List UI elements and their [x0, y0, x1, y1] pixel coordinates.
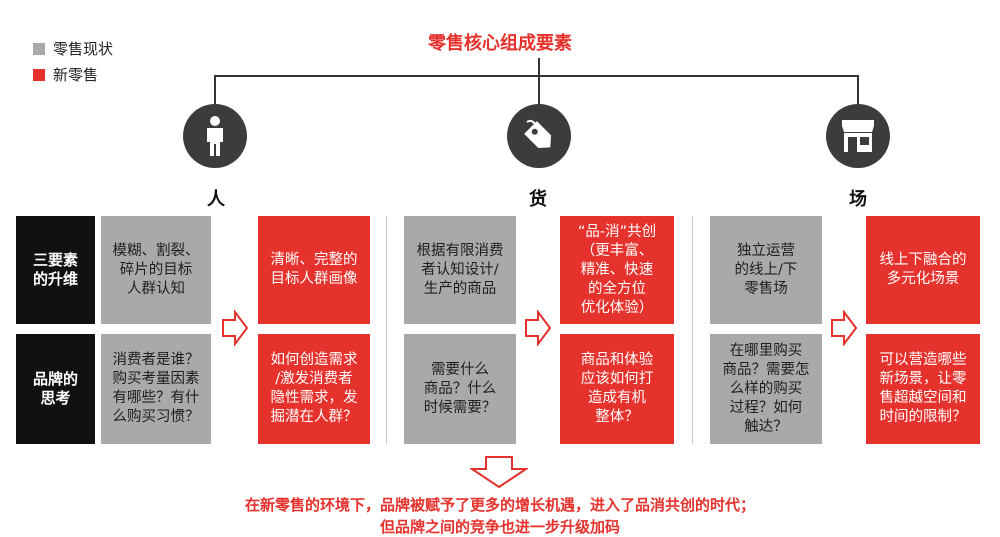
place-upgrade-new: 线上下融合的 多元化场景 [866, 216, 980, 324]
pillar-label-people: 人 [207, 189, 225, 210]
arrow-down-icon [470, 456, 528, 489]
goods-brand-current: 需要什么 商品？什么 时候需要？ [404, 334, 516, 444]
place-brand-new: 可以营造哪些 新场景，让零 售超越空间和 时间的限制？ [866, 334, 980, 444]
storefront-icon [826, 104, 890, 168]
arrow-right-icon [222, 310, 249, 346]
pillar-label-place: 场 [849, 189, 867, 210]
people-upgrade-current: 模糊、割裂、 碎片的目标 人群认知 [101, 216, 211, 324]
place-brand-current: 在哪里购买 商品？需要怎 么样的购买 过程？如何 触达？ [710, 334, 822, 444]
connector-middle [538, 75, 540, 105]
connector-left [214, 75, 216, 105]
person-icon [183, 104, 247, 168]
legend-new: 新零售 [33, 64, 98, 85]
goods-upgrade-new: “品-消”共创 （更丰富、 精准、快速 的全方位 优化体验） [560, 216, 674, 324]
people-brand-new: 如何创造需求 /激发消费者 隐性需求，发 掘潜在人群？ [258, 334, 370, 444]
price-tag-icon [507, 104, 571, 168]
people-brand-current: 消费者是谁？ 购买考量因素 有哪些？有什 么购买习惯？ [101, 334, 211, 444]
diagram-title: 零售核心组成要素 [428, 33, 572, 54]
place-upgrade-current: 独立运营 的线上/下 零售场 [710, 216, 822, 324]
goods-upgrade-current: 根据有限消费 者认知设计/ 生产的商品 [404, 216, 516, 324]
connector-horizontal [214, 75, 859, 77]
pillar-label-goods: 货 [529, 189, 547, 210]
row-label-upgrade: 三要素 的升维 [16, 216, 95, 324]
column-separator [386, 216, 387, 444]
conclusion-line-1: 在新零售的环境下，品牌被赋予了更多的增长机遇，进入了品消共创的时代； [244, 496, 755, 514]
legend-label-new: 新零售 [53, 66, 99, 84]
row-label-brand: 品牌的 思考 [16, 334, 95, 444]
connector-right [857, 75, 859, 105]
goods-brand-new: 商品和体验 应该如何打 造成有机 整体？ [560, 334, 674, 444]
arrow-right-icon [831, 310, 858, 346]
people-upgrade-new: 清晰、完整的 目标人群画像 [258, 216, 370, 324]
legend-swatch-red [33, 68, 45, 81]
arrow-right-icon [525, 310, 552, 346]
legend-label-current: 零售现状 [53, 40, 114, 58]
legend-swatch-gray [33, 42, 45, 55]
connector-stem [538, 58, 540, 76]
legend-current: 零售现状 [33, 38, 113, 59]
column-separator [692, 216, 693, 444]
